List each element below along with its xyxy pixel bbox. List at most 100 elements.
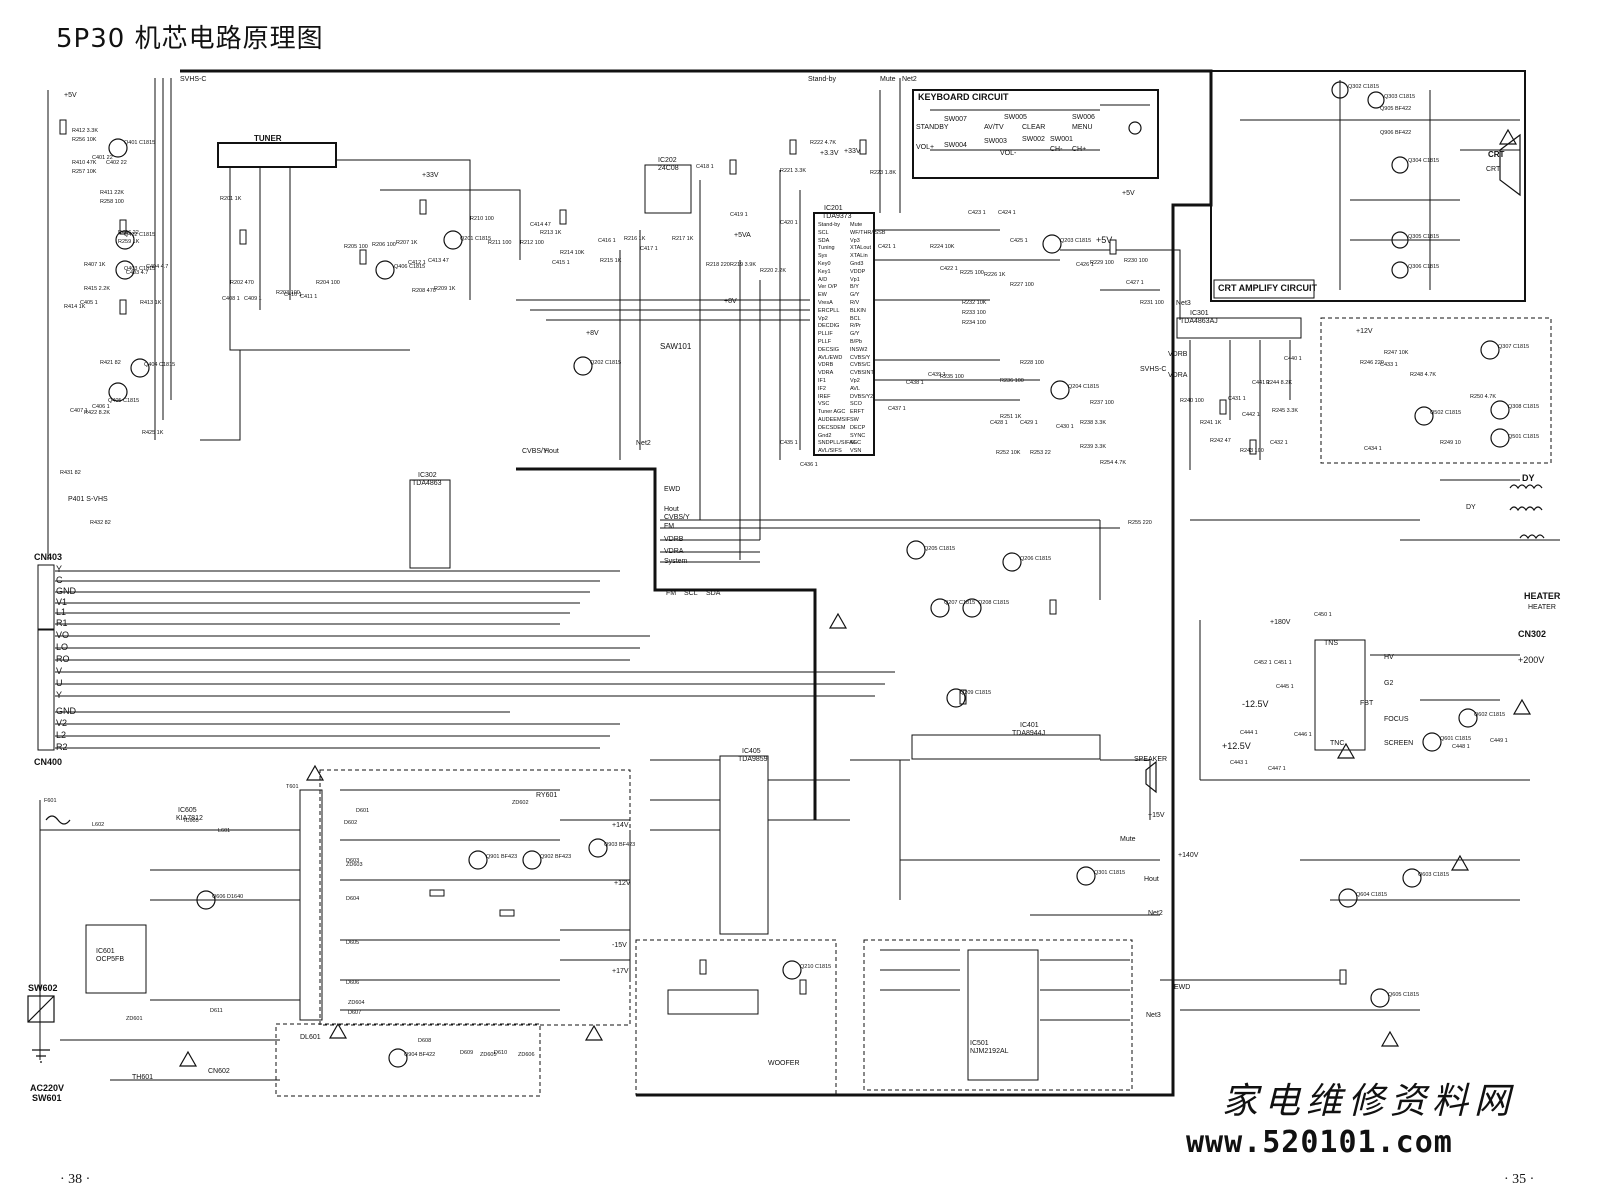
transistor-label: Q202 C1815 [590, 360, 622, 366]
transistor-label: Q901 BF423 [486, 854, 518, 860]
capacitor-label: C440 1 [1284, 356, 1302, 362]
resistor-label: R214 10K [560, 250, 585, 256]
misc-label: G2 [1384, 680, 1394, 687]
misc-label: CRT [1486, 166, 1501, 173]
voltage-label: +17V [612, 968, 629, 975]
voltage-label: +200V [1518, 655, 1545, 665]
capacitor-label: C452 1 [1254, 660, 1272, 666]
ic201-pin-left: VresA [818, 300, 833, 306]
crt-amplify-label: CRT AMPLIFY CIRCUIT [1218, 283, 1317, 293]
misc-label: TH601 [132, 1074, 154, 1081]
power-component-label: D604 [346, 896, 360, 902]
resistor-label: R413 1K [140, 300, 162, 306]
resistor-label: R202 470 [230, 280, 254, 286]
resistor-label: R254 4.7K [1100, 460, 1126, 466]
ic201-pin-left: SNDPLL/SIFAGC [818, 440, 862, 447]
ic201-pin-left: PLLF [818, 339, 832, 345]
ic201-pin-left: Gnd2 [818, 432, 832, 439]
resistor-label: R210 100 [470, 216, 494, 222]
resistor-label: R414 1K [64, 304, 86, 310]
transistor-label: Q501 C1815 [1508, 434, 1540, 440]
transistor-label: Q606 D1640 [212, 894, 244, 900]
ic201-pin-left: EW [818, 292, 827, 299]
capacitor-label: C425 1 [1010, 238, 1028, 244]
capacitor-label: C404 4.7 [146, 264, 169, 270]
ic201-pin-left: A/D [818, 276, 828, 283]
ic201-pin-right: BCL [850, 315, 861, 322]
cn403-label: CN403 [34, 552, 63, 562]
page-number-left: · 38 · [60, 1172, 91, 1187]
voltage-label: -12.5V [1242, 699, 1269, 709]
capacitor-label: C422 1 [940, 266, 958, 272]
signal-label: Hout [544, 448, 559, 455]
ic-part: TDA4863AJ [1180, 318, 1218, 325]
resistor-label: R240 100 [1180, 398, 1204, 404]
capacitor-label: C406 1 [92, 404, 110, 410]
capacitor-label: C412 1 [408, 260, 426, 266]
ic201-pin-left: DECDIG [818, 323, 840, 330]
transistor-label: Q201 C1815 [460, 236, 492, 242]
resistor-label: R205 100 [344, 244, 368, 250]
cn403-pin: V1 [56, 597, 68, 607]
capacitor-label: C449 1 [1490, 738, 1508, 744]
capacitor-label: C420 1 [780, 220, 798, 226]
misc-label: DL601 [300, 1034, 321, 1041]
misc-label: RY601 [536, 792, 558, 799]
power-component-label: ZD601 [126, 1016, 143, 1022]
resistor-label: R232 10K [962, 300, 987, 306]
capacitor-label: C446 1 [1294, 732, 1312, 738]
cn403-pin: C [56, 575, 63, 585]
transistor-label: Q904 BF422 [404, 1052, 436, 1058]
transistor-label: Q601 C1815 [1440, 736, 1472, 742]
resistor-label: R209 1K [434, 286, 456, 292]
page-title: 5P30 机芯电路原理图 [56, 24, 324, 54]
watermark-url: www.520101.com [1186, 1125, 1453, 1160]
ic201-pin-right: AVL [850, 385, 860, 392]
power-component-label: L602 [92, 822, 105, 828]
ic201-pin-left: AVL/SIFS [818, 448, 842, 455]
voltage-label: +33V [844, 148, 861, 155]
ic201-pin-left: IREF [818, 393, 831, 400]
voltage-label: +180V [1270, 619, 1291, 626]
resistor-label: R259 1K [118, 239, 140, 245]
signal-label: Stand-by [808, 76, 837, 83]
signal-label: Net2 [902, 76, 917, 83]
ic201-pin-right: CVBS/Y [850, 354, 871, 361]
power-component-label: D610 [494, 1050, 508, 1056]
ic-part: KIA7812 [176, 815, 203, 822]
signal-label: System [664, 558, 688, 565]
ic-label: IC401 [1020, 722, 1039, 729]
resistor-label: R251 1K [1000, 414, 1022, 420]
svhs-label: SVHS-C [180, 76, 207, 83]
transistor-label: Q404 C1815 [144, 362, 176, 368]
resistor-label: R231 100 [1140, 300, 1164, 306]
resistor-label: R247 10K [1384, 350, 1409, 356]
transistor-label: Q902 BF423 [540, 854, 572, 860]
power-component-label: T601 [286, 784, 299, 790]
ic201-pin-right: Vp1 [850, 276, 860, 283]
transistor-label: Q205 C1815 [924, 546, 956, 552]
resistor-label: R252 10K [996, 450, 1021, 456]
transistor-label: Q302 C1815 [1348, 84, 1380, 90]
signal-label: SCL [684, 590, 698, 597]
kb-label: CH- [1050, 146, 1063, 153]
ic-part: NJM2192AL [970, 1048, 1009, 1055]
ic201-pin-left: Vp2 [818, 315, 828, 322]
ic201-pin-right: R/V [850, 300, 860, 306]
voltage-label: +3.3V [820, 150, 839, 157]
resistor-label: R203 100 [276, 290, 300, 296]
resistor-label: R226 1K [984, 272, 1006, 278]
resistor-label: R244 8.2K [1266, 380, 1292, 386]
ic201-pin-left: Key1 [818, 268, 831, 275]
resistor-label: R256 10K [72, 137, 97, 143]
tuner-label: TUNER [254, 134, 282, 143]
ic201-pin-left: IF1 [818, 378, 826, 384]
voltage-label: -15V [612, 942, 627, 949]
ic201-pin-right: R/Pr [850, 323, 861, 330]
signal-label: EWD [664, 486, 681, 493]
ic201-pin-left: Key0 [818, 261, 831, 267]
voltage-label: +12V [614, 880, 631, 887]
resistor-label: R224 10K [930, 244, 955, 250]
cn400-pin: R2 [56, 742, 68, 752]
ic201-pin-left: VDRA [818, 370, 834, 377]
